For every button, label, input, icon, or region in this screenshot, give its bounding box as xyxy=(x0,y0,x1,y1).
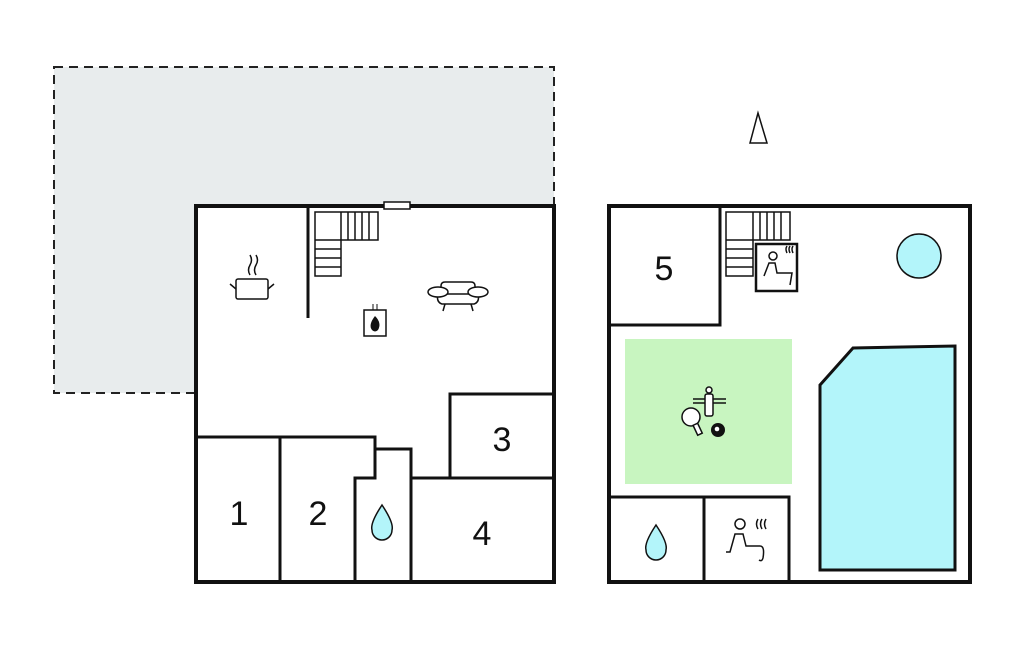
room-2-label: 2 xyxy=(309,495,328,533)
stairs-icon xyxy=(314,211,379,277)
water-drop-icon xyxy=(644,523,668,561)
water-drop-icon xyxy=(370,503,394,541)
fireplace-icon xyxy=(363,304,387,337)
table-tennis-icon xyxy=(681,407,704,437)
room-3-label: 3 xyxy=(493,421,512,459)
sofa-icon xyxy=(427,281,489,312)
billiard-ball-icon xyxy=(711,423,725,437)
bath-walls xyxy=(353,447,413,582)
foosball-icon xyxy=(693,386,726,417)
north-arrow-icon xyxy=(749,110,769,144)
room-3-walls xyxy=(448,392,554,478)
room-1-walls xyxy=(196,435,377,582)
sauna-icon xyxy=(726,518,767,562)
bottom-rooms-walls xyxy=(609,495,791,582)
room-5-walls xyxy=(609,206,722,327)
room-4-label: 4 xyxy=(473,515,492,553)
sauna-icon xyxy=(754,242,799,293)
window xyxy=(383,201,411,210)
hot-tub-icon xyxy=(896,233,942,279)
room-1-label: 1 xyxy=(230,495,249,533)
stairs-icon xyxy=(725,211,791,277)
room-5-label: 5 xyxy=(655,250,674,288)
pool xyxy=(818,344,957,572)
kitchen-pot-icon xyxy=(229,254,275,300)
